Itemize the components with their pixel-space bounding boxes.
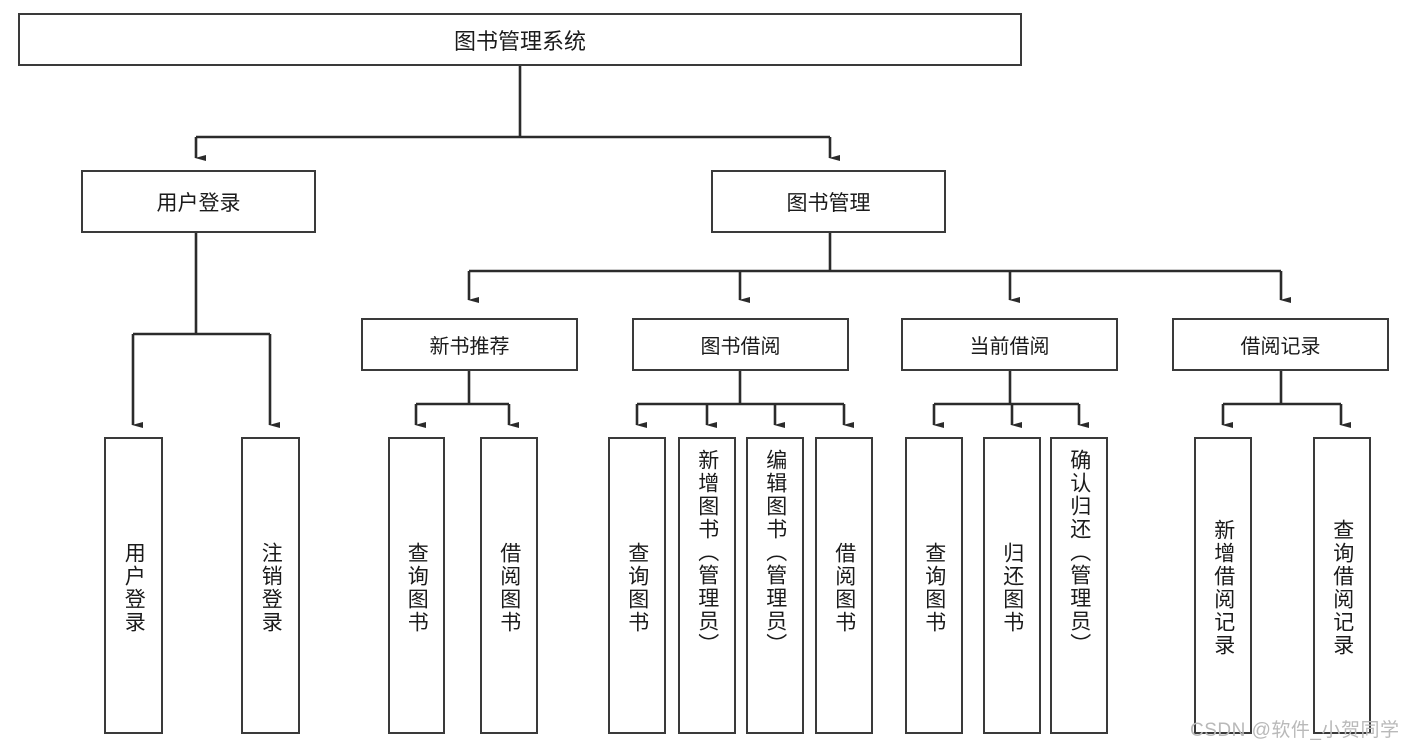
leaf-label: 编辑图书（管理员） xyxy=(763,449,787,656)
node-new-book-recommend-label: 新书推荐 xyxy=(429,336,510,358)
node-user-login-label: 用户登录 xyxy=(156,191,241,215)
leaf-book-borrow-add[interactable]: 新增图书（管理员） xyxy=(678,437,736,734)
leaf-text-wrap: 查询图书 xyxy=(907,443,961,732)
node-borrow-record-label: 借阅记录 xyxy=(1240,336,1321,358)
node-new-book-recommend[interactable]: 新书推荐 xyxy=(361,318,578,371)
node-current-borrow[interactable]: 当前借阅 xyxy=(901,318,1118,371)
leaf-label: 注销登录 xyxy=(259,541,283,634)
leaf-book-borrow-edit[interactable]: 编辑图书（管理员） xyxy=(746,437,804,734)
node-book-borrow-label: 图书借阅 xyxy=(700,336,781,358)
leaf-new-book-query[interactable]: 查询图书 xyxy=(388,437,445,734)
leaf-text-wrap: 查询图书 xyxy=(390,443,443,732)
node-user-login[interactable]: 用户登录 xyxy=(81,170,316,233)
leaf-label: 查询借阅记录 xyxy=(1330,518,1354,657)
leaf-current-borrow-confirm-return[interactable]: 确认归还（管理员） xyxy=(1050,437,1108,734)
leaf-label: 归还图书 xyxy=(1000,541,1024,634)
node-borrow-record[interactable]: 借阅记录 xyxy=(1172,318,1389,371)
node-book-borrow[interactable]: 图书借阅 xyxy=(632,318,849,371)
leaf-label: 借阅图书 xyxy=(832,541,856,634)
leaf-book-borrow-borrow[interactable]: 借阅图书 xyxy=(815,437,873,734)
node-book-management[interactable]: 图书管理 xyxy=(711,170,946,233)
leaf-current-borrow-query[interactable]: 查询图书 xyxy=(905,437,963,734)
leaf-text-wrap: 归还图书 xyxy=(985,443,1039,732)
leaf-text-wrap: 注销登录 xyxy=(243,443,298,732)
node-root[interactable]: 图书管理系统 xyxy=(18,13,1022,66)
leaf-book-borrow-query[interactable]: 查询图书 xyxy=(608,437,666,734)
leaf-new-book-borrow[interactable]: 借阅图书 xyxy=(480,437,538,734)
node-root-label: 图书管理系统 xyxy=(453,28,586,54)
leaf-text-wrap: 用户登录 xyxy=(106,443,161,732)
leaf-text-wrap: 确认归还（管理员） xyxy=(1052,443,1106,738)
leaf-text-wrap: 新增借阅记录 xyxy=(1196,443,1250,732)
leaf-label: 查询图书 xyxy=(922,541,946,634)
leaf-label: 新增借阅记录 xyxy=(1211,518,1235,657)
leaf-text-wrap: 编辑图书（管理员） xyxy=(748,443,802,738)
leaf-label: 确认归还（管理员） xyxy=(1067,449,1091,656)
leaf-borrow-record-add[interactable]: 新增借阅记录 xyxy=(1194,437,1252,734)
watermark-text: CSDN @软件_小贺同学 xyxy=(1190,720,1400,741)
leaf-label: 查询图书 xyxy=(405,541,429,634)
leaf-text-wrap: 借阅图书 xyxy=(482,443,536,732)
leaf-borrow-record-query[interactable]: 查询借阅记录 xyxy=(1313,437,1371,734)
leaf-label: 查询图书 xyxy=(625,541,649,634)
leaf-label: 借阅图书 xyxy=(497,541,521,634)
leaf-current-borrow-return[interactable]: 归还图书 xyxy=(983,437,1041,734)
leaf-text-wrap: 新增图书（管理员） xyxy=(680,443,734,738)
node-current-borrow-label: 当前借阅 xyxy=(969,336,1050,358)
leaf-user-login-logout[interactable]: 注销登录 xyxy=(241,437,300,734)
leaf-label: 用户登录 xyxy=(122,541,146,634)
leaf-text-wrap: 查询图书 xyxy=(610,443,664,732)
leaf-label: 新增图书（管理员） xyxy=(695,449,719,656)
leaf-user-login-login[interactable]: 用户登录 xyxy=(104,437,163,734)
leaf-text-wrap: 查询借阅记录 xyxy=(1315,443,1369,732)
leaf-text-wrap: 借阅图书 xyxy=(817,443,871,732)
node-book-management-label: 图书管理 xyxy=(786,191,871,215)
